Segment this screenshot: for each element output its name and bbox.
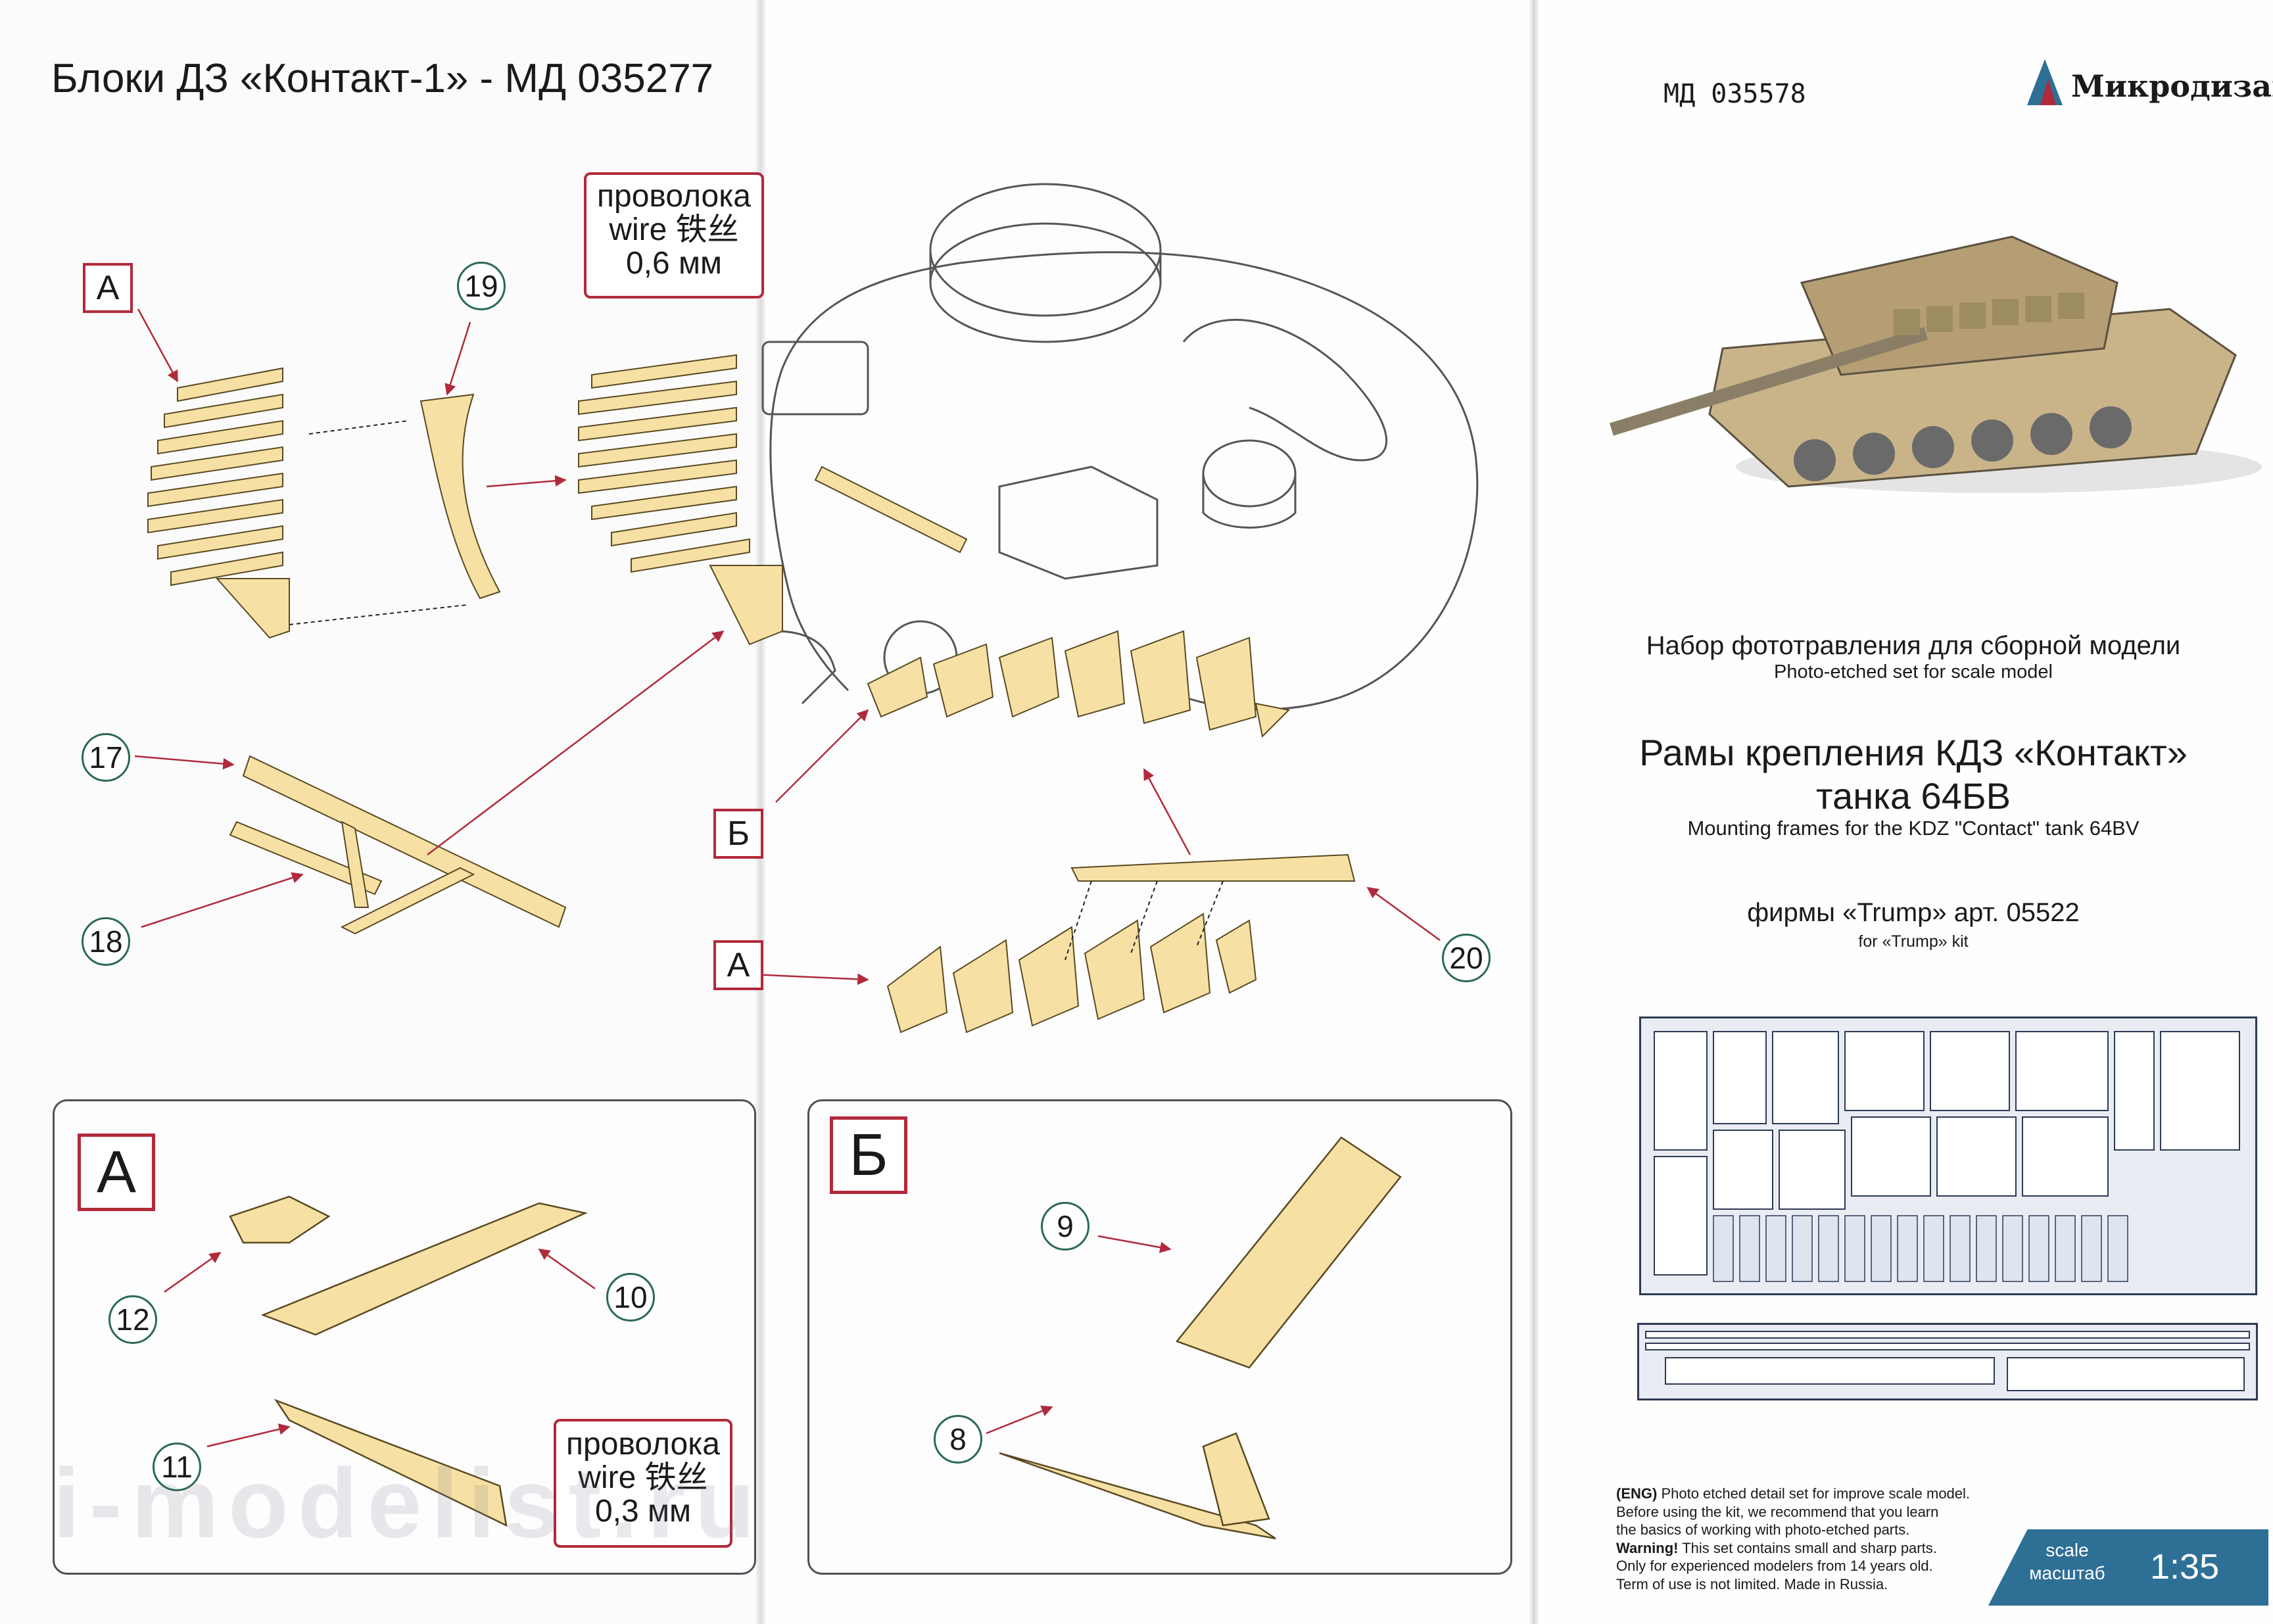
detail-b-parts: [999, 1136, 1402, 1540]
product-title-ru-2: танка 64БВ: [1816, 775, 2011, 817]
wire-callout-ru: проволока: [597, 179, 751, 214]
kit-en: for «Trump» kit: [1858, 932, 1969, 951]
letter-a-top: А: [83, 263, 133, 313]
wire-callout-en: wire 铁丝: [609, 212, 739, 247]
wire-callout-size: 0,3 мм: [594, 1493, 692, 1529]
notes-line: the basics of working with photo-etched …: [1616, 1521, 1910, 1538]
notes-warning-tag: Warning!: [1616, 1539, 1679, 1556]
wire-callout-ru: проволока: [566, 1427, 720, 1462]
detail-b-letter: Б: [830, 1116, 907, 1194]
bracket-20: [1070, 853, 1356, 882]
kit-ru: фирмы «Trump» арт. 05522: [1747, 898, 2080, 927]
pointer-lines: [134, 308, 1441, 986]
dashed-guides: [289, 420, 1224, 961]
part-19: 19: [457, 262, 506, 310]
frame-18: [229, 755, 567, 935]
fret-parts: [1654, 1031, 2240, 1282]
part-11: 11: [153, 1443, 201, 1491]
product-code: МД 035578: [1663, 79, 1806, 109]
detail-a-pointers: [164, 1248, 596, 1448]
product-title-en: Mounting frames for the KDZ "Contact" ta…: [1687, 817, 2140, 840]
letter-a-mid: А: [713, 940, 763, 990]
product-title-ru-1: Рамы крепления КДЗ «Контакт»: [1639, 732, 2188, 773]
scale-badge: [1988, 1529, 2268, 1606]
part-10: 10: [606, 1273, 655, 1322]
part-12: 12: [108, 1295, 157, 1344]
part-8: 8: [934, 1415, 982, 1464]
notes-line: Term of use is not limited. Made in Russ…: [1616, 1575, 1888, 1592]
scale-label-ru: масштаб: [2029, 1563, 2105, 1583]
notes-line: Before using the kit, we recommend that …: [1616, 1503, 1939, 1520]
wire-callout-top: проволока wire 铁丝 0,6 мм: [584, 172, 764, 299]
dz-block-stack-mid: [578, 354, 783, 646]
tank-photo: [1610, 235, 2262, 493]
scale-value: 1:35: [2150, 1547, 2220, 1587]
scale-label: scale масштаб: [2001, 1539, 2133, 1585]
subtitle-ru: Набор фототравления для сборной модели: [1646, 631, 2181, 660]
notes-line: This set contains small and sharp parts.: [1678, 1539, 1937, 1556]
dz-block-row-bottom: [867, 630, 1291, 738]
fret-small-parts: [1645, 1331, 2250, 1391]
page-fold: [1529, 0, 1539, 1624]
fret-sheet-small: [1637, 1323, 2258, 1400]
scale-label-en: scale: [2046, 1540, 2089, 1560]
part-9: 9: [1041, 1202, 1089, 1251]
dz-block-stack-left: [147, 367, 290, 639]
part-17: 17: [82, 733, 130, 782]
wire-callout-bottom: проволока wire 铁丝 0,3 мм: [554, 1419, 732, 1548]
frame-17: [814, 466, 968, 554]
notes-eng-tag: (ENG): [1616, 1485, 1658, 1502]
letter-b-mid: Б: [713, 809, 763, 859]
detail-a-parts: [229, 1195, 588, 1527]
fret-sheet-main: [1639, 1016, 2257, 1295]
dz-block-row-lower: [886, 913, 1257, 1034]
part-20: 20: [1442, 934, 1491, 982]
notes-block: (ENG) Photo etched detail set for improv…: [1616, 1485, 2030, 1593]
notes-line: Photo etched detail set for improve scal…: [1657, 1485, 1971, 1502]
page-title: Блоки ДЗ «Контакт-1» - МД 035277: [51, 56, 714, 101]
detail-b-pointers: [986, 1235, 1172, 1435]
wire-callout-en: wire 铁丝: [578, 1460, 708, 1495]
subtitle-en: Photo-etched set for scale model: [1774, 661, 2053, 682]
bracket-19: [419, 393, 501, 600]
watermark: i-modelist.ru: [53, 1448, 765, 1558]
notes-line: Only for experienced modelers from 14 ye…: [1616, 1558, 1933, 1574]
detail-a-letter: А: [78, 1134, 155, 1211]
wire-callout-size: 0,6 мм: [625, 245, 723, 281]
brand-logo-icon: [2027, 59, 2063, 105]
brand-name: Микродизайн: [2071, 68, 2273, 104]
part-18: 18: [82, 917, 130, 966]
turret-outline: [761, 183, 1479, 711]
